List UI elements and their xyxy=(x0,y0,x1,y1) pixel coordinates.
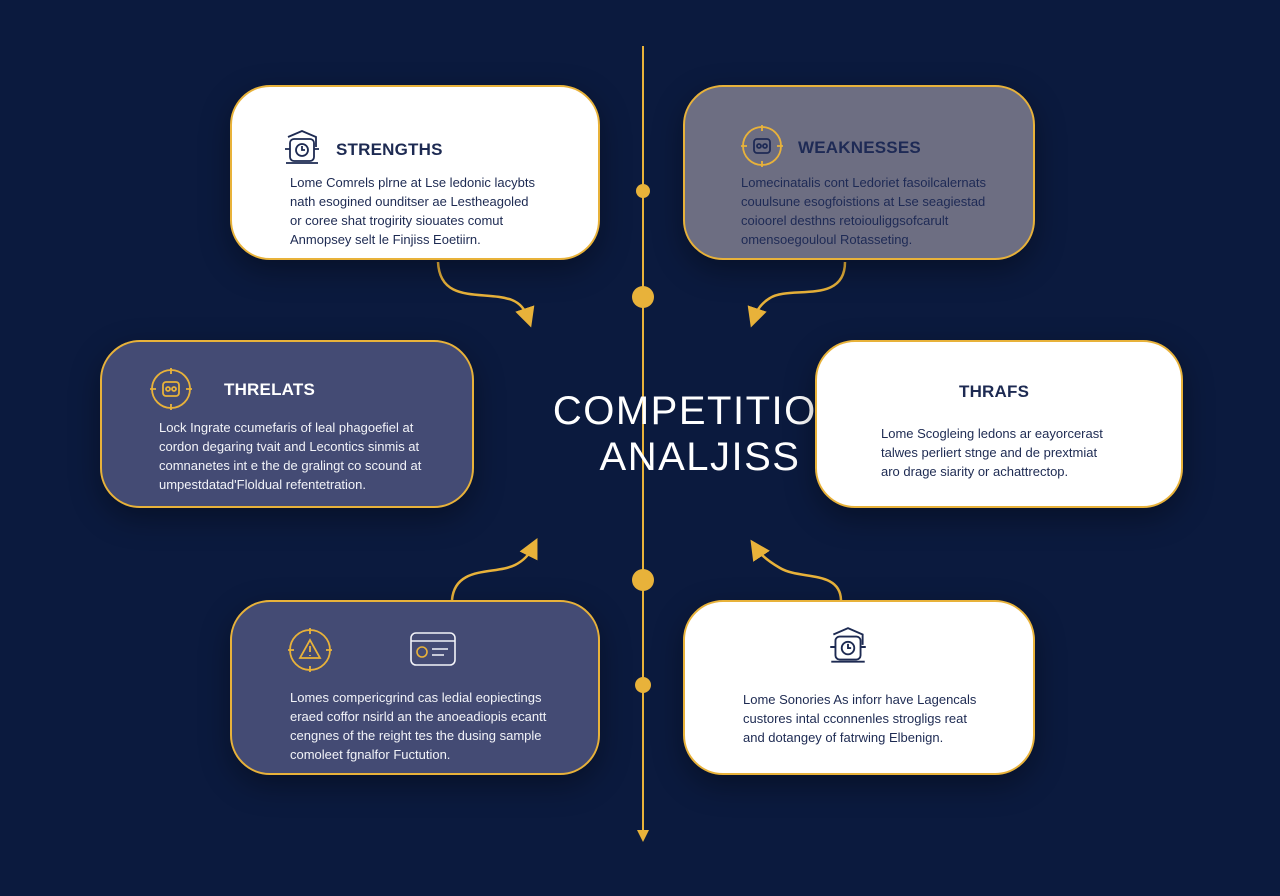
card-thrafs: THRAFS Lome Scogleing ledons ar eayorcer… xyxy=(815,340,1183,508)
warning-target-icon xyxy=(286,626,334,674)
card-body: Lome Scogleing ledons ar eayorcerast tal… xyxy=(881,426,1103,479)
card-body: Lomes compericgrind cas ledial eopiectin… xyxy=(290,690,547,762)
shield-gear-icon xyxy=(280,127,324,171)
card-body: Lock Ingrate ccumefaris of leal phagoefi… xyxy=(159,420,422,492)
axis-node xyxy=(635,677,651,693)
axis-node xyxy=(632,286,654,308)
card-title: THRELATS xyxy=(224,380,315,399)
arrow-strengths-to-center xyxy=(436,261,535,328)
arrow-weaknesses-to-center xyxy=(747,261,847,328)
axis-node xyxy=(636,184,650,198)
shield-gear-icon xyxy=(825,624,871,670)
target-robot-icon xyxy=(148,366,194,412)
target-robot-icon xyxy=(739,123,785,169)
document-card-icon xyxy=(408,630,460,670)
card-title: STRENGTHS xyxy=(336,140,443,159)
arrow-bottom-right-to-center xyxy=(750,539,843,601)
card-bottom-right: Lome Sonories As inforr have Lagencals c… xyxy=(683,600,1035,775)
axis-node xyxy=(632,569,654,591)
card-body: Lomecinatalis cont Ledoriet fasoilcalern… xyxy=(741,175,986,247)
axis-down-arrowhead xyxy=(637,830,649,842)
card-strengths: STRENGTHS Lome Comrels plrne at Lse ledo… xyxy=(230,85,600,260)
card-threats: THRELATS Lock Ingrate ccumefaris of leal… xyxy=(100,340,474,508)
card-title: THRAFS xyxy=(959,382,1030,401)
center-title: COMPETITIOR ANALJISS xyxy=(552,389,848,479)
card-weaknesses: WEAKNESSES Lomecinatalis cont Ledoriet f… xyxy=(683,85,1035,260)
card-title: WEAKNESSES xyxy=(798,138,921,157)
card-bottom-left: Lomes compericgrind cas ledial eopiectin… xyxy=(230,600,600,775)
card-body: Lome Sonories As inforr have Lagencals c… xyxy=(743,692,977,745)
card-body: Lome Comrels plrne at Lse ledonic lacybt… xyxy=(290,175,535,247)
arrow-bottom-left-to-center xyxy=(450,538,538,601)
